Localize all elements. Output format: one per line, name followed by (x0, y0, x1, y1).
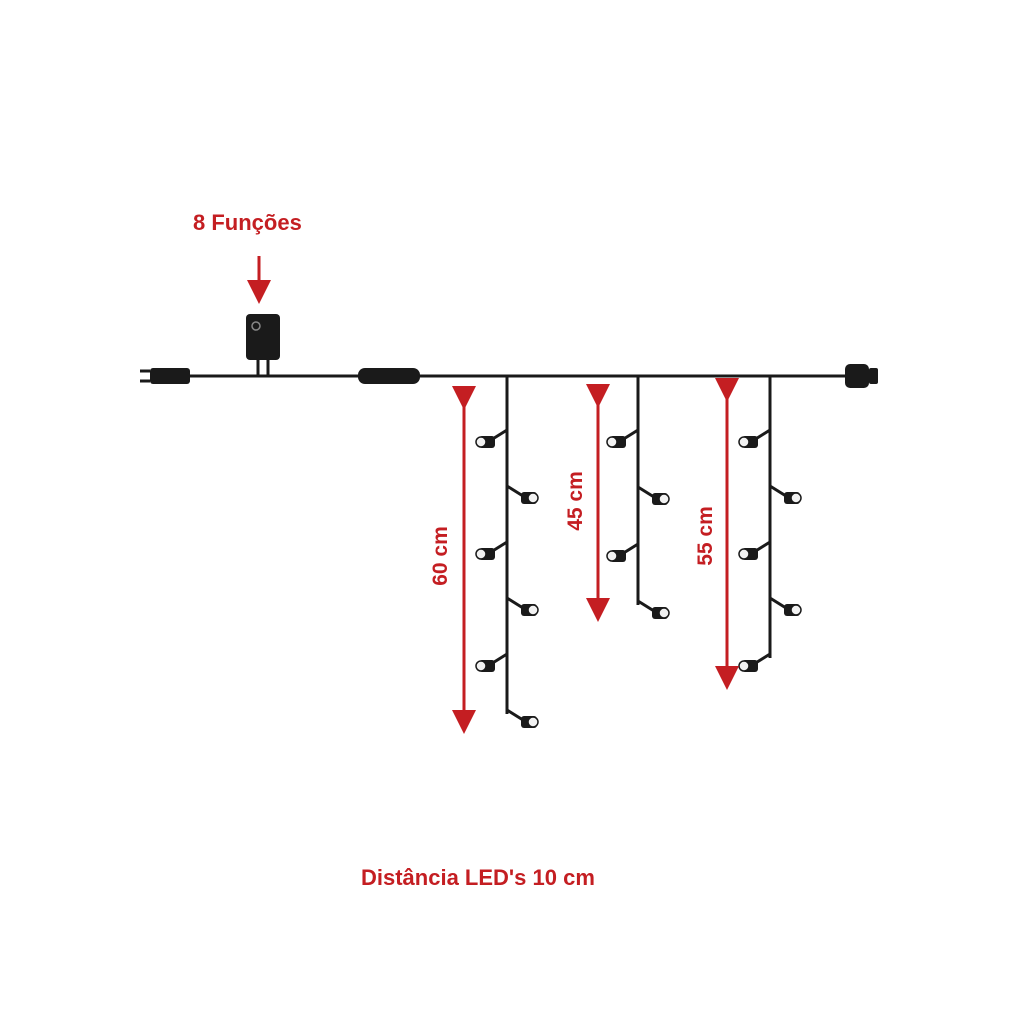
led-bulb (475, 652, 508, 672)
strand-2-length-label: 45 cm (564, 471, 587, 531)
controller-box (246, 314, 280, 376)
led-bulb (769, 596, 802, 616)
led-bulb (606, 542, 639, 562)
led-bulb (475, 540, 508, 560)
led-bulb (475, 428, 508, 448)
led-bulb (606, 428, 639, 448)
end-connector-icon (845, 364, 878, 388)
strand-3-length-label: 55 cm (694, 506, 717, 566)
led-bulb (769, 484, 802, 504)
led-bulb (506, 708, 539, 728)
drop-strands (452, 376, 802, 734)
led-bulb (506, 596, 539, 616)
led-bulb (738, 540, 771, 560)
led-bulb (637, 599, 670, 619)
cable-connector (358, 368, 420, 384)
led-bulb (738, 652, 771, 672)
led-bulb (738, 428, 771, 448)
led-bulb (506, 484, 539, 504)
strand-1-length-label: 60 cm (429, 526, 452, 586)
power-plug-icon (140, 368, 190, 384)
led-spacing-label: Distância LED's 10 cm (361, 865, 595, 890)
functions-label: 8 Funções (193, 210, 302, 235)
led-bulb (637, 485, 670, 505)
